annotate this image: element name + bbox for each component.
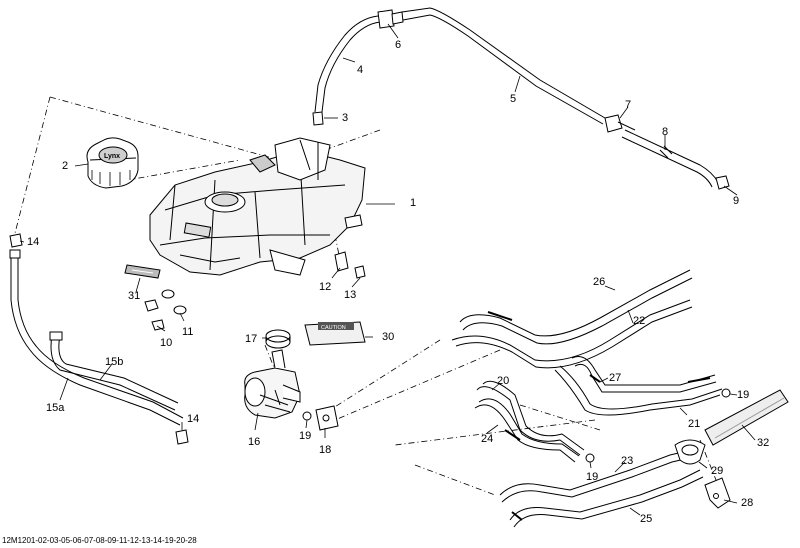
callout-19-right: 19: [737, 389, 750, 401]
clamp-3: [312, 111, 324, 126]
callout-15a: 15a: [46, 402, 65, 414]
vent-tube-5: [401, 7, 606, 125]
vent-hose-4: [314, 15, 381, 113]
callout-25: 25: [640, 513, 653, 525]
callout-13: 13: [344, 289, 357, 301]
fuel-cap: Lynx: [86, 137, 139, 189]
sleeve-32: [704, 389, 789, 446]
callout-11: 11: [182, 326, 194, 338]
callout-29: 29: [711, 465, 724, 477]
callout-15b: 15b: [105, 356, 124, 368]
fuel-line-26: [451, 299, 693, 369]
cap-logo-text: Lynx: [104, 153, 120, 160]
washer-11: [161, 289, 187, 315]
callout-10: 10: [160, 337, 173, 349]
decal-30-text: CAUTION: [321, 325, 346, 331]
bracket-28: [704, 477, 731, 509]
callout-14-bottom: 14: [187, 413, 200, 425]
callout-7: 7: [625, 99, 632, 111]
hose-15b: [49, 331, 179, 411]
clamp-19-right: [721, 388, 731, 398]
decal-31: [124, 264, 161, 279]
fuel-tank: [149, 137, 366, 276]
callout-9: 9: [733, 195, 740, 207]
callout-5: 5: [510, 93, 517, 105]
bolt-13: [354, 265, 366, 279]
callout-21: 21: [688, 418, 701, 430]
callout-4: 4: [357, 64, 364, 76]
bracket-12: [334, 251, 349, 272]
connector-6: [377, 9, 404, 29]
decal-30: CAUTION: [304, 321, 366, 346]
callout-26: 26: [593, 276, 606, 288]
gasket-17: [265, 329, 291, 349]
callout-2: 2: [62, 160, 69, 172]
callout-20: 20: [497, 375, 510, 387]
callout-19-left: 19: [299, 430, 312, 442]
fitting-7: [604, 114, 636, 133]
fuel-line-24: [474, 398, 580, 463]
vent-line-8: [621, 129, 719, 188]
callout-32: 32: [757, 437, 770, 449]
clamp-19-mid: [585, 453, 595, 463]
fuel-pump-16: [244, 349, 301, 419]
callout-6: 6: [395, 39, 402, 51]
leader-lines: [19, 23, 756, 516]
callout-16: 16: [248, 436, 261, 448]
clamp-14-top: [9, 233, 23, 248]
grommet-29: [674, 439, 706, 465]
clamp-19-left: [302, 411, 312, 421]
connector-18: [315, 405, 339, 431]
callout-8: 8: [662, 126, 669, 138]
callout-18: 18: [319, 444, 332, 456]
callout-31: 31: [128, 290, 141, 302]
callout-24: 24: [481, 433, 494, 445]
callout-3: 3: [342, 112, 349, 124]
callout-19-mid: 19: [586, 471, 599, 483]
diagram-reference-code: 12M1201-02-03-05-06-07-08-09-11-12-13-14…: [2, 536, 197, 545]
clamp-14-bottom: [175, 429, 189, 445]
callout-17: 17: [245, 333, 258, 345]
fuel-line-25: [509, 469, 704, 528]
callout-27: 27: [609, 372, 622, 384]
fuel-line-27: [571, 356, 717, 393]
callout-14-top: 14: [27, 236, 40, 248]
callout-30: 30: [382, 331, 395, 343]
fuel-line-22: [459, 269, 693, 345]
fuel-line-23: [499, 447, 703, 503]
valve-9: [715, 175, 730, 190]
callout-28: 28: [741, 497, 754, 509]
bolt-10: [144, 299, 165, 331]
callout-1: 1: [410, 197, 417, 209]
fuel-line-21: [554, 365, 723, 416]
hose-15a: [9, 249, 184, 426]
callout-22: 22: [633, 315, 646, 327]
callout-12: 12: [319, 281, 332, 293]
callout-23: 23: [621, 455, 634, 467]
